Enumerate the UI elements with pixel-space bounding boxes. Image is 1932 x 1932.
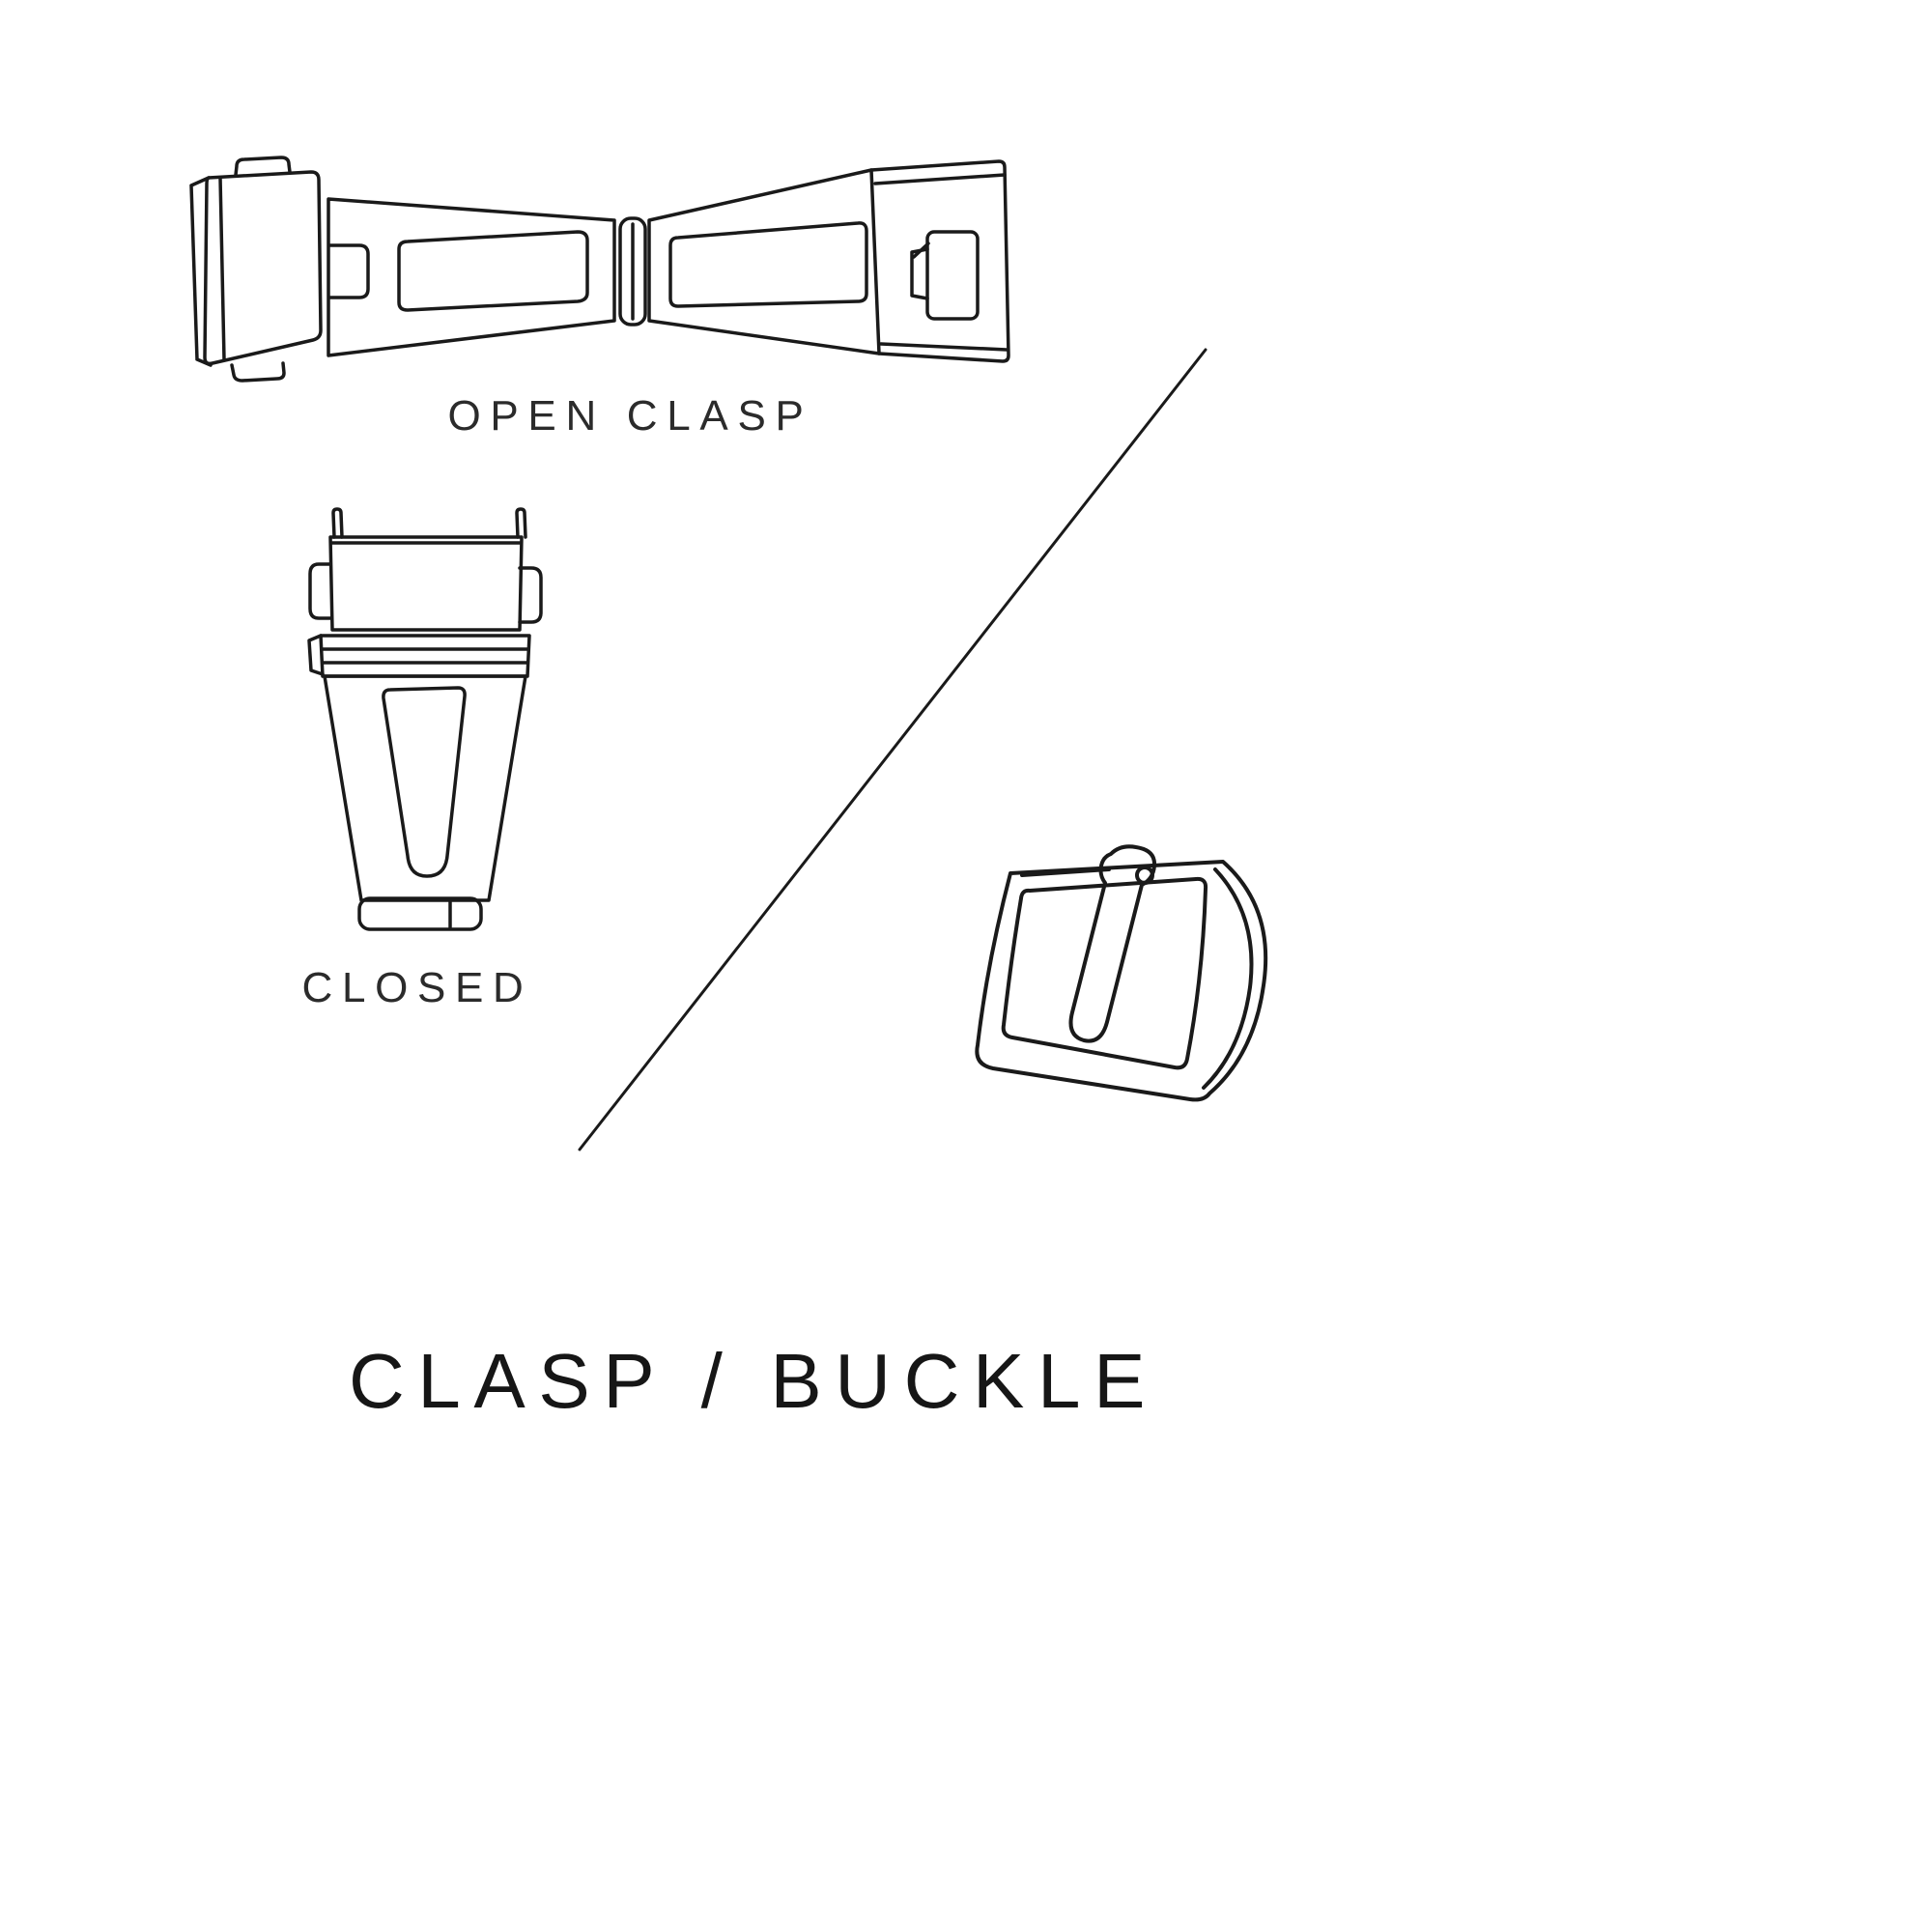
buckle-spring-bar: [1020, 867, 1111, 877]
closed-foot: [357, 896, 483, 931]
closed-right-ear: [518, 566, 543, 624]
right-bracket-outline: [869, 159, 1010, 363]
closed-clasp-drawing: [307, 507, 543, 931]
right-bracket-bottom-lip: [879, 342, 1009, 352]
buckle-drawing: [975, 844, 1268, 1102]
right-blade-inner-outline: [668, 221, 868, 308]
open-clasp-label: OPEN CLASP: [447, 392, 813, 440]
end-link-top-bump: [234, 156, 292, 177]
end-link-bottom-bump: [230, 361, 286, 383]
latch-hook-tick: [912, 242, 930, 259]
closed-prong-left: [331, 507, 344, 539]
open-clasp-drawing: [189, 156, 1010, 383]
end-link-outline: [203, 170, 323, 366]
page-title: CLASP / BUCKLE: [348, 1338, 1159, 1424]
closed-prong-right: [515, 507, 527, 539]
buckle-outer-frame: [975, 860, 1268, 1102]
buckle-prong: [1068, 844, 1157, 1043]
right-blade-outline: [647, 168, 881, 355]
divider-line: [578, 348, 1208, 1151]
end-link-fold-line: [218, 176, 226, 361]
left-blade-notch: [328, 243, 370, 299]
divider-stroke: [578, 348, 1208, 1151]
closed-body-inner-slot: [382, 686, 467, 878]
closed-band-block: [319, 634, 531, 678]
hinge-bar: [618, 216, 647, 327]
closed-left-ear: [308, 562, 332, 620]
left-blade-inner-outline: [397, 230, 589, 312]
buckle-right-band-contour: [1202, 867, 1254, 1090]
closed-body-outline: [323, 674, 527, 902]
right-bracket-top-lip: [873, 173, 1007, 185]
closed-label: CLOSED: [301, 964, 533, 1011]
closed-top-block: [328, 535, 524, 632]
closed-band-left-tab: [307, 634, 325, 676]
latch-cutout: [925, 230, 980, 321]
left-blade-outline: [327, 197, 616, 357]
buckle-inner-opening: [1001, 876, 1208, 1070]
